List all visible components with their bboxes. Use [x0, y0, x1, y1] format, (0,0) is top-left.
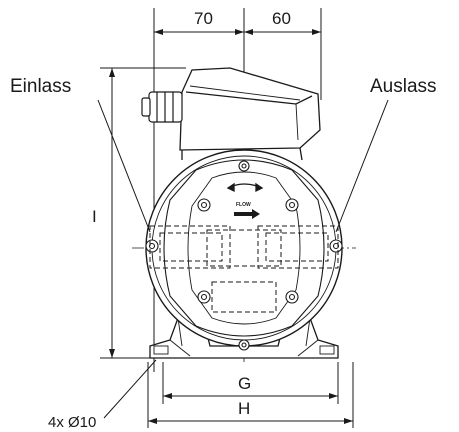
housing-bolts — [145, 160, 343, 351]
dim-G-label: G — [238, 374, 251, 393]
leader-lines — [97, 99, 389, 419]
dim-H-label: H — [238, 399, 250, 418]
rotation-arrow — [226, 182, 264, 193]
pump-housing — [145, 149, 343, 347]
dimension-lines — [100, 8, 354, 428]
outlet-label: Auslass — [370, 76, 437, 97]
flow-arrow — [234, 209, 260, 219]
flow-mark: FLOW — [236, 202, 251, 208]
dim-60-label: 60 — [272, 9, 291, 28]
cable-gland — [141, 91, 183, 123]
holes-label: 4x Ø10 — [48, 414, 96, 431]
inlet-label: Einlass — [10, 76, 71, 97]
dim-70-label: 70 — [194, 9, 213, 28]
dim-I-label: I — [92, 207, 97, 226]
junction-box — [179, 67, 321, 161]
dimension-arrows — [109, 29, 353, 424]
hidden-ports — [149, 225, 339, 313]
